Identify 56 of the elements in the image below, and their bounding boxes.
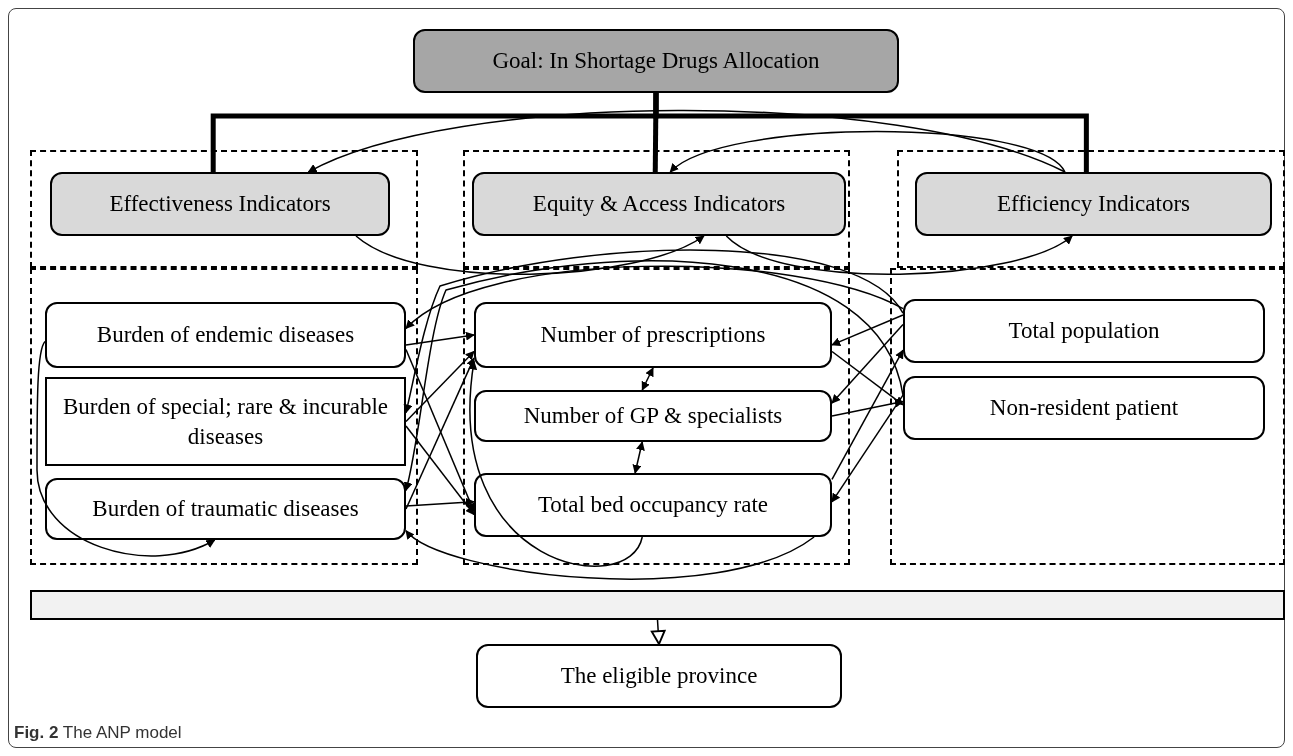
- arrow: [669, 130, 1066, 173]
- criterion-box: [903, 299, 1265, 363]
- category-box: [50, 172, 390, 236]
- cluster-frame: [463, 268, 850, 565]
- criterion-box: [903, 376, 1265, 440]
- box-label: Equity & Access Indicators: [531, 190, 787, 219]
- criterion-box: [45, 377, 406, 466]
- category-box: [472, 172, 846, 236]
- box-label: Non-resident patient: [988, 394, 1180, 423]
- cluster-frame: [30, 150, 418, 268]
- arrow: [831, 398, 904, 417]
- box-label: Number of prescriptions: [539, 321, 767, 350]
- arrow: [403, 260, 904, 492]
- arrow: [831, 349, 904, 481]
- category-box: [915, 172, 1272, 236]
- arrow: [650, 619, 666, 645]
- arrow: [831, 323, 904, 404]
- criterion-box: [474, 390, 832, 442]
- arrow: [641, 367, 654, 391]
- cluster-frame: [30, 268, 418, 565]
- box-label: Total bed occupancy rate: [536, 491, 770, 520]
- cluster-frame: [890, 268, 1285, 565]
- arrow: [403, 249, 904, 414]
- arrow: [405, 497, 475, 507]
- goal-box: [413, 29, 899, 93]
- arrow: [307, 109, 1066, 173]
- arrow: [468, 360, 643, 567]
- box-label: Efficiency Indicators: [995, 190, 1192, 219]
- arrow: [405, 350, 475, 423]
- arrow: [405, 529, 815, 580]
- figure-caption: Fig. 2 The ANP model: [14, 722, 182, 744]
- criterion-box: [474, 473, 832, 537]
- arrow: [405, 265, 904, 330]
- box-label: Number of GP & specialists: [522, 402, 784, 431]
- criterion-box: [45, 478, 406, 540]
- criterion-box: [476, 644, 842, 708]
- arrow: [831, 394, 904, 503]
- cluster-frame: [463, 150, 850, 268]
- box-label: Total population: [1007, 317, 1161, 346]
- box-label: Burden of traumatic diseases: [91, 495, 360, 524]
- arrow: [831, 314, 904, 346]
- criterion-box: [45, 302, 406, 368]
- arrow: [355, 235, 705, 275]
- aggregation-bar: [30, 590, 1285, 620]
- box-label: Goal: In Shortage Drugs Allocation: [491, 47, 821, 76]
- arrow: [831, 350, 904, 406]
- arrow: [405, 425, 475, 516]
- arrow: [725, 235, 1073, 275]
- arrow: [405, 331, 475, 346]
- box-label: Burden of special; rare & incurable diseases: [61, 392, 390, 451]
- arrow: [632, 441, 645, 474]
- cluster-frame: [897, 150, 1285, 268]
- criterion-box: [474, 302, 832, 368]
- box-label: The eligible province: [559, 662, 759, 691]
- box-label: Burden of endemic diseases: [95, 321, 356, 350]
- box-label: Effectiveness Indicators: [108, 190, 332, 219]
